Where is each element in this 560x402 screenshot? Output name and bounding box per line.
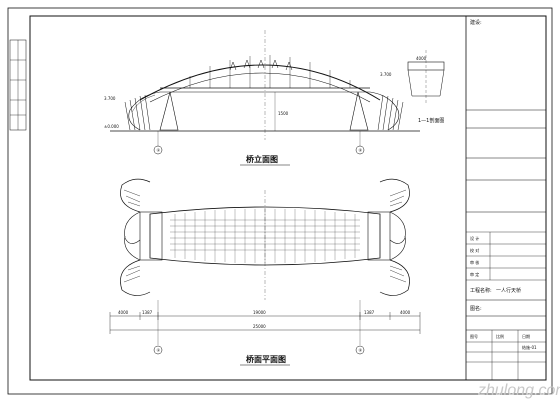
dim-left-outer: 4000 — [118, 310, 129, 315]
section-1-1 — [407, 50, 445, 104]
elev-level-left: 3.700 — [104, 96, 116, 101]
axis-bubble-right — [355, 145, 365, 155]
axis-label-left: ① — [157, 148, 161, 153]
plan-axis-label-right: ② — [359, 348, 363, 353]
section-label: 1—1剖面图 — [418, 117, 444, 124]
dim-total: 25000 — [253, 324, 266, 329]
drawing-no-label: 图号 — [470, 333, 478, 339]
axis-bubble-left — [153, 145, 163, 155]
dim-left-inner: 1387 — [142, 310, 153, 315]
plan-axis-bubble-right — [355, 345, 365, 355]
binding-strip — [9, 39, 27, 131]
elevation-title: 桥立面图 — [246, 154, 278, 164]
scale-label: 比例 — [496, 333, 504, 339]
plan-axis-bubble-left — [153, 345, 163, 355]
tb-row-2: 校 对 — [470, 247, 479, 253]
bridge-elevation — [110, 30, 420, 146]
tb-row-1: 设 计 — [470, 235, 479, 241]
dim-center: 19000 — [253, 310, 266, 315]
dim-section: 4000 — [416, 56, 427, 61]
sheet-code: 结施-01 — [522, 344, 537, 350]
drawing-label: 图名: — [470, 305, 482, 312]
date-label: 日期 — [522, 333, 530, 339]
plan-title: 桥面平面图 — [246, 354, 286, 364]
watermark: zhulong.com — [477, 382, 560, 399]
tb-row-4: 审 定 — [470, 271, 479, 277]
bridge-plan — [109, 178, 421, 345]
elev-ground: ±0.000 — [104, 124, 119, 129]
elev-level-right: 3.700 — [380, 72, 392, 77]
plan-axis-label-left: ① — [157, 348, 161, 353]
sheet-border — [7, 7, 553, 395]
axis-label-right: ② — [359, 148, 363, 153]
drawing-name: 一人行天桥 — [496, 287, 521, 294]
dim-right-inner: 1387 — [364, 310, 375, 315]
tb-row-3: 审 核 — [470, 259, 479, 265]
owner-label: 建设: — [470, 19, 482, 26]
project-label: 工程名称: — [470, 287, 492, 294]
dim-right-outer: 4000 — [400, 310, 411, 315]
title-block: 建设: 工程名称: 图名: 一人行天桥 设 计 校 对 审 核 审 定 图号 比… — [465, 15, 547, 381]
dim-height: 1500 — [278, 111, 289, 116]
